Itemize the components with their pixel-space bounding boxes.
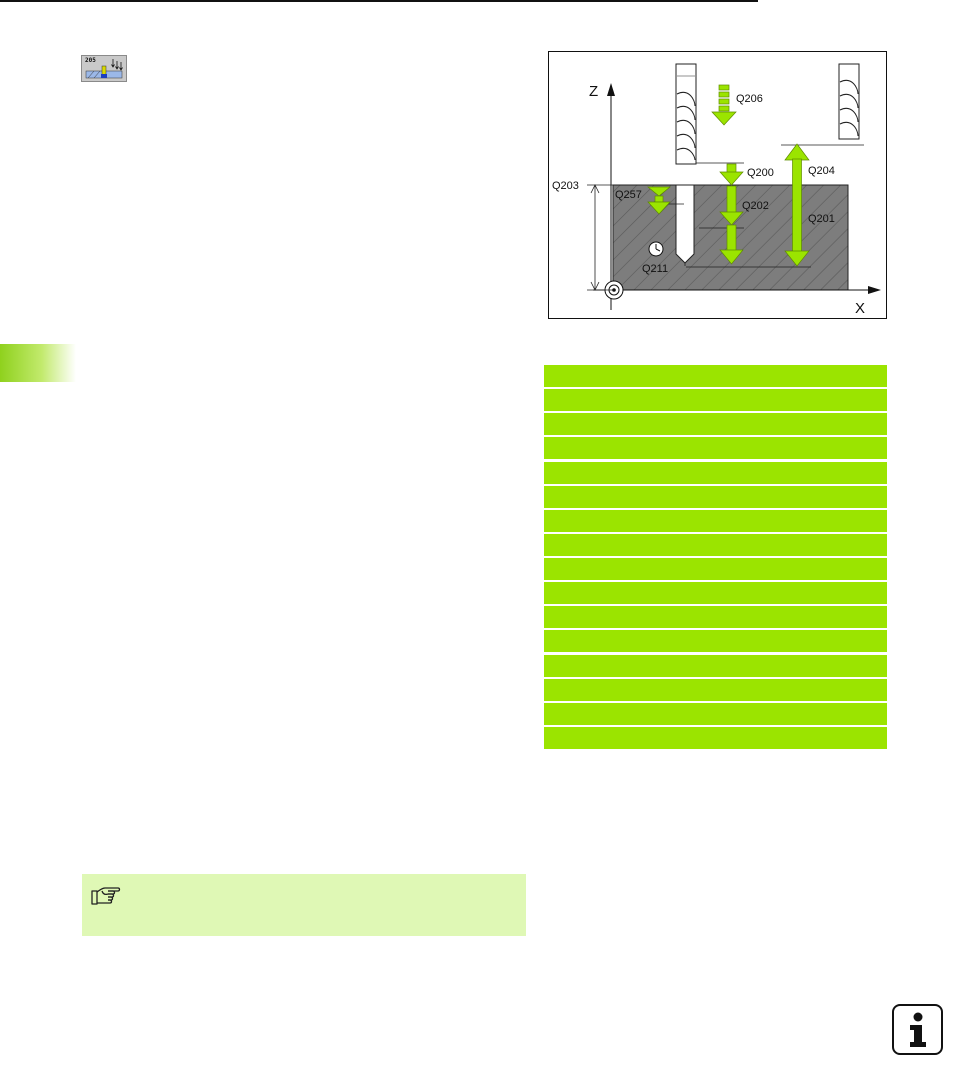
header-rule xyxy=(0,0,758,2)
arrow-q200 xyxy=(719,163,744,186)
drilled-hole xyxy=(675,184,695,264)
parameter-row xyxy=(544,437,887,460)
label-q204: Q204 xyxy=(808,165,835,177)
z-axis xyxy=(607,83,615,310)
parameter-row xyxy=(544,461,887,484)
dimension-lines xyxy=(587,144,864,291)
pointing-hand-icon xyxy=(91,887,121,905)
label-q257: Q257 xyxy=(615,189,642,201)
label-q203: Q203 xyxy=(552,180,579,192)
parameter-row xyxy=(544,413,887,436)
label-q202: Q202 xyxy=(742,200,769,212)
tool-left xyxy=(675,63,697,165)
parameter-row xyxy=(544,630,887,653)
feed-arrow-q206 xyxy=(711,84,737,126)
parameter-row xyxy=(544,509,887,532)
note-box xyxy=(82,874,526,936)
parameter-table xyxy=(544,365,887,751)
tool-right xyxy=(838,63,860,140)
cycle-diagram: Z X xyxy=(548,51,887,319)
parameter-row xyxy=(544,389,887,412)
parameter-row xyxy=(544,533,887,556)
parameter-row xyxy=(544,678,887,701)
clock-icon xyxy=(648,241,664,257)
cycle-number: 205 xyxy=(85,57,96,64)
label-q211: Q211 xyxy=(642,263,668,275)
drilling-cycle-icon: 205 xyxy=(81,55,127,82)
parameter-row xyxy=(544,654,887,677)
x-axis-label: X xyxy=(855,300,865,317)
parameter-row xyxy=(544,582,887,605)
parameter-row xyxy=(544,702,887,725)
parameter-row xyxy=(544,558,887,580)
x-axis xyxy=(593,286,881,294)
label-q200: Q200 xyxy=(747,167,774,179)
parameter-row xyxy=(544,606,887,629)
label-q206: Q206 xyxy=(736,93,763,105)
arrow-q204 xyxy=(784,143,810,267)
info-icon xyxy=(910,1012,926,1047)
label-q201: Q201 xyxy=(808,213,835,225)
parameter-row xyxy=(544,485,887,508)
arrow-q202 xyxy=(719,185,744,265)
datum-symbol xyxy=(604,280,624,300)
info-button[interactable] xyxy=(892,1004,943,1055)
arrow-q257 xyxy=(647,186,671,215)
z-axis-label: Z xyxy=(589,83,598,100)
parameter-row xyxy=(544,365,887,387)
chapter-tab xyxy=(0,344,76,382)
parameter-row xyxy=(544,726,887,749)
